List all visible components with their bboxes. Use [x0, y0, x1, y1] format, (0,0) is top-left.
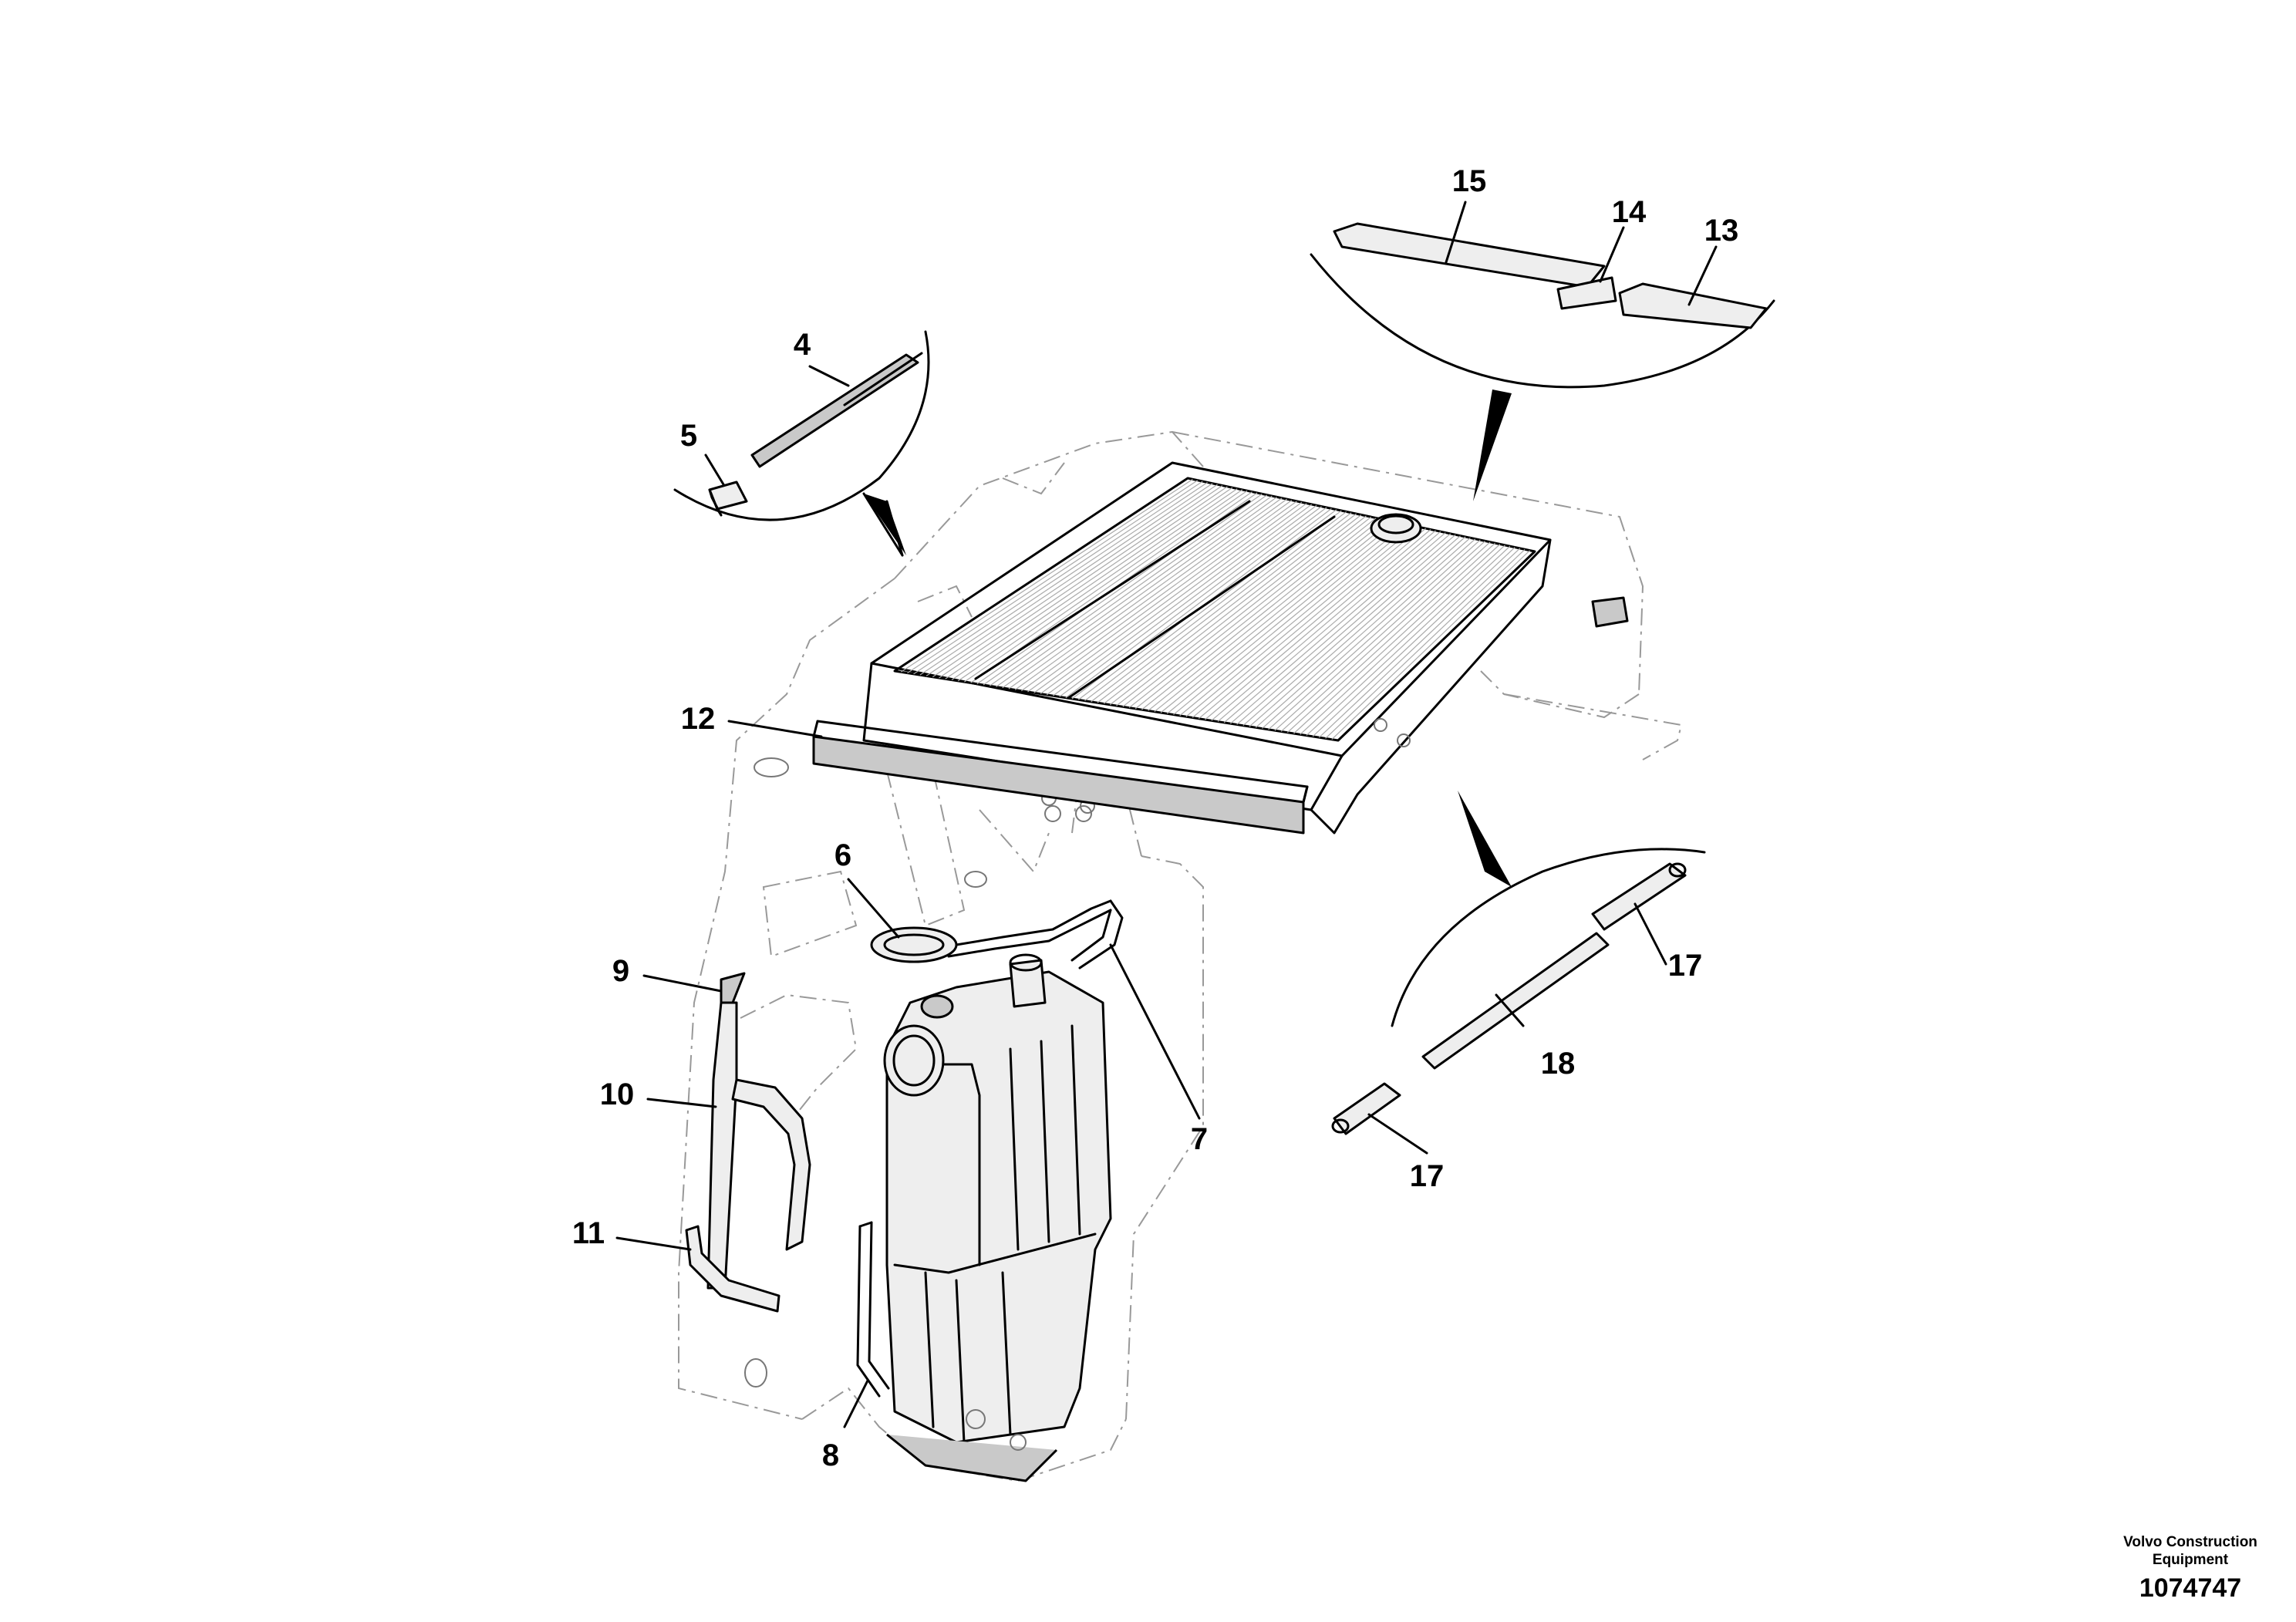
radiator-fin — [1286, 542, 1495, 733]
radiator-fin — [900, 478, 1193, 673]
detail-bubble-13-14-15 — [1310, 222, 1775, 501]
radiator-fin — [964, 489, 1243, 683]
radiator-fin — [1318, 548, 1521, 738]
radiator-fin — [907, 480, 1199, 674]
radiator-fin — [1122, 515, 1367, 707]
radiator-fin — [1262, 538, 1476, 730]
radiator-fin — [1312, 547, 1515, 737]
radiator-fin — [1236, 534, 1456, 725]
detail-bubble-17-18 — [1331, 791, 1706, 1135]
company-name-line1: Volvo Construction — [2123, 1534, 2257, 1550]
radiator-fin — [1154, 521, 1391, 713]
callout-8: 8 — [822, 1438, 839, 1472]
radiator-fin — [1331, 550, 1530, 740]
radiator-core — [862, 461, 1629, 835]
expansion-tank — [883, 953, 1112, 1482]
callout-18: 18 — [1541, 1047, 1576, 1081]
footer: Volvo Construction Equipment 1074747 — [2123, 1534, 2257, 1603]
drawing-number: 1074747 — [2139, 1573, 2241, 1603]
radiator-fin — [1135, 518, 1377, 710]
radiator-fin — [1274, 540, 1486, 731]
callout-11: 11 — [572, 1216, 605, 1250]
callout-17a: 17 — [1668, 949, 1703, 983]
radiator-fin — [957, 488, 1238, 682]
radiator-fin — [1293, 544, 1501, 734]
radiator-fin — [1040, 501, 1303, 695]
radiator-fin — [1198, 528, 1426, 720]
callout-15: 15 — [1452, 164, 1487, 198]
radiator-fin — [919, 481, 1209, 676]
radiator-fin — [1300, 545, 1505, 735]
part-11-corner-seal — [685, 1225, 781, 1313]
radiator-fin — [1002, 495, 1273, 689]
radiator-fin — [1046, 503, 1307, 696]
radiator-fin — [1033, 501, 1297, 693]
radiator-fin — [1173, 524, 1407, 716]
radiator-fin — [939, 485, 1223, 679]
housing-outline — [678, 430, 1683, 1482]
radiator-fin — [1008, 496, 1278, 690]
radiator-fin — [1192, 527, 1421, 718]
radiator-fin — [1091, 510, 1342, 703]
radiator-fin — [1211, 530, 1436, 721]
callout-17b: 17 — [1410, 1159, 1445, 1193]
radiator-fin — [1116, 514, 1362, 706]
radiator-fin — [945, 486, 1228, 679]
callout-5: 5 — [680, 419, 697, 453]
radiator-fin — [1141, 518, 1382, 710]
callout-14: 14 — [1612, 195, 1647, 229]
radiator-fin — [1185, 525, 1417, 717]
radiator-fin — [1027, 500, 1293, 693]
radiator-fin — [1242, 535, 1461, 727]
radiator-fin — [989, 493, 1263, 686]
callouts: 4 5 6 7 8 9 10 11 12 13 14 15 17 17 18 — [572, 164, 1738, 1472]
callout-10: 10 — [600, 1077, 635, 1111]
radiator-fin — [951, 487, 1233, 681]
part-7-hose — [947, 899, 1124, 969]
radiator-fin — [1014, 497, 1283, 690]
leader-lines — [615, 201, 1718, 1428]
part-10-bent-seal — [706, 1001, 811, 1290]
detail-bubble-4-5 — [673, 330, 930, 557]
callout-9: 9 — [612, 954, 629, 988]
radiator-fin — [1255, 537, 1471, 728]
callout-12: 12 — [681, 702, 716, 736]
radiator-fin — [1053, 504, 1313, 696]
part-8-pipe — [856, 1221, 890, 1398]
radiator-fin — [1020, 498, 1287, 692]
radiator-fin — [1128, 516, 1372, 709]
radiator-fin — [1268, 539, 1481, 730]
radiator-fin — [1249, 536, 1466, 727]
company-name-line2: Equipment — [2153, 1552, 2229, 1568]
radiator-fin — [913, 481, 1203, 675]
part-12-seal-strip — [812, 720, 1309, 835]
radiator-fin — [1065, 506, 1322, 699]
radiator-fin — [1229, 533, 1451, 724]
radiator-fin — [1166, 522, 1401, 714]
radiator-fin — [1217, 531, 1441, 723]
radiator-fin — [1059, 504, 1317, 697]
callout-4: 4 — [794, 328, 811, 362]
radiator-fin — [1325, 548, 1526, 739]
callout-6: 6 — [834, 838, 851, 872]
radiator-fin — [1179, 524, 1411, 717]
radiator-fin — [925, 483, 1213, 676]
callout-7: 7 — [1191, 1122, 1208, 1156]
radiator-fin — [932, 484, 1218, 678]
radiator-fin — [1109, 513, 1357, 706]
radiator-fin — [1097, 511, 1347, 703]
callout-13: 13 — [1704, 214, 1739, 248]
radiator-fin — [1084, 509, 1337, 702]
radiator-fin — [996, 494, 1268, 688]
radiator-fin — [1160, 521, 1397, 713]
radiator-fin — [1306, 545, 1511, 737]
radiator-fin — [1205, 529, 1431, 720]
part-6-hose-ring — [870, 926, 958, 963]
radiator-fin — [1280, 541, 1491, 732]
radiator-fin — [1148, 519, 1387, 711]
radiator-fin — [1103, 512, 1352, 704]
radiator-fin — [1223, 532, 1446, 723]
